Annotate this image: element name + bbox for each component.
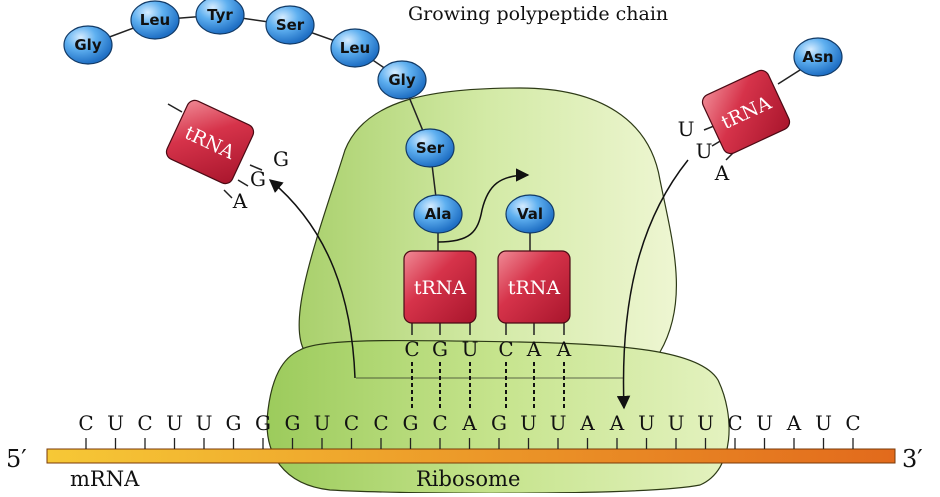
anticodon-base: A [556,337,572,361]
amino-acid-bead [63,25,113,65]
connector-lines [167,69,801,335]
amino-acid-label: Asn [802,48,833,66]
trna-body [497,250,571,324]
trna-p-site: tRNA [403,250,477,324]
anticodon-base: G [250,167,266,191]
mrna-base: U [107,411,124,435]
mrna-base: A [579,411,595,435]
amino-acid-label: Val [517,205,543,223]
amino-acid-7: Ala [413,194,463,234]
anticodon-base: U [678,117,695,141]
mrna-base: U [668,411,685,435]
mrna-base: U [166,411,183,435]
mrna-base: C [373,411,388,435]
trna-label: tRNA [414,277,467,299]
amino-acid-0: Gly [63,25,113,65]
mrna-base: U [196,411,213,435]
amino-acid-bead [793,37,843,77]
amino-acid-3: Ser [265,5,315,45]
mrna-label: mRNA [70,467,140,491]
mrna-base: G [226,411,242,435]
amino-acid-val: Val [505,194,555,234]
amino-acid-label: Leu [140,11,170,29]
trna-label: tRNA [508,277,561,299]
mrna-base: C [344,411,359,435]
mrna-base: C [845,411,860,435]
anticodon-base: U [462,337,479,361]
anticodon-base: G [273,147,289,171]
anticodon-base: G [432,337,448,361]
mrna-base: U [550,411,567,435]
anticodon-base: A [526,337,542,361]
amino-acid-bead [330,28,380,68]
amino-acid-label: Gly [388,71,415,89]
mrna-base: U [756,411,773,435]
mrna-base: C [727,411,742,435]
amino-acid-bead [377,60,427,100]
mrna-base: A [461,411,477,435]
trna-body [701,69,791,155]
trna-body [165,99,255,185]
anticodon-base: C [498,337,513,361]
mrna-base: U [638,411,655,435]
amino-acid-label: Ser [416,139,445,157]
mrna-base: A [786,411,802,435]
trna-arriving: tRNA [701,69,791,155]
anticodon-base: A [714,161,730,185]
amino-acid-bead [413,194,463,234]
amino-acid-bead [195,0,245,35]
mrna-base: U [314,411,331,435]
mrna-base: U [697,411,714,435]
mrna-base: C [137,411,152,435]
mrna-base: U [520,411,537,435]
transfer-arrow [437,168,530,243]
amino-acid-bead [265,5,315,45]
amino-acid-1: Leu [130,0,180,40]
mrna-strand [46,448,896,464]
amino-acid-label: Ser [276,16,305,34]
mrna-base: G [403,411,419,435]
amino-acid-5: Gly [377,60,427,100]
trna-exiting: tRNA [165,99,255,185]
amino-acid-bead [405,128,455,168]
base-pairing-lines [411,362,565,408]
amino-acid-2: Tyr [195,0,245,35]
mrna-base: U [815,411,832,435]
mrna-base: G [255,411,271,435]
amino-acid-asn: Asn [793,37,843,77]
anticodon-base: A [232,189,248,213]
anticodon-base: C [404,337,419,361]
amino-acid-6: Ser [405,128,455,168]
entry-arrow [616,159,689,410]
three-prime-label: 3′ [902,445,923,473]
chain-title: Growing polypeptide chain [408,3,668,25]
amino-acid-bead [505,194,555,234]
mrna-base: A [609,411,625,435]
mrna-base: C [432,411,447,435]
mrna-ticks [85,438,854,449]
mrna-base: C [78,411,93,435]
five-prime-label: 5′ [6,445,27,473]
amino-acid-label: Tyr [207,6,233,24]
trna-a-site: tRNA [497,250,571,324]
ribosome-large-subunit [298,87,677,382]
amino-acid-label: Leu [340,39,370,57]
mrna-base: G [491,411,507,435]
amino-acid-4: Leu [330,28,380,68]
mrna-base: G [285,411,301,435]
trna-body [403,250,477,324]
exit-arrow [268,179,356,379]
amino-acid-label: Gly [74,36,101,54]
amino-acid-bead [130,0,180,40]
ribosome-label: Ribosome [416,467,520,491]
anticodon-base: U [696,139,713,163]
amino-acid-label: Ala [425,205,452,223]
